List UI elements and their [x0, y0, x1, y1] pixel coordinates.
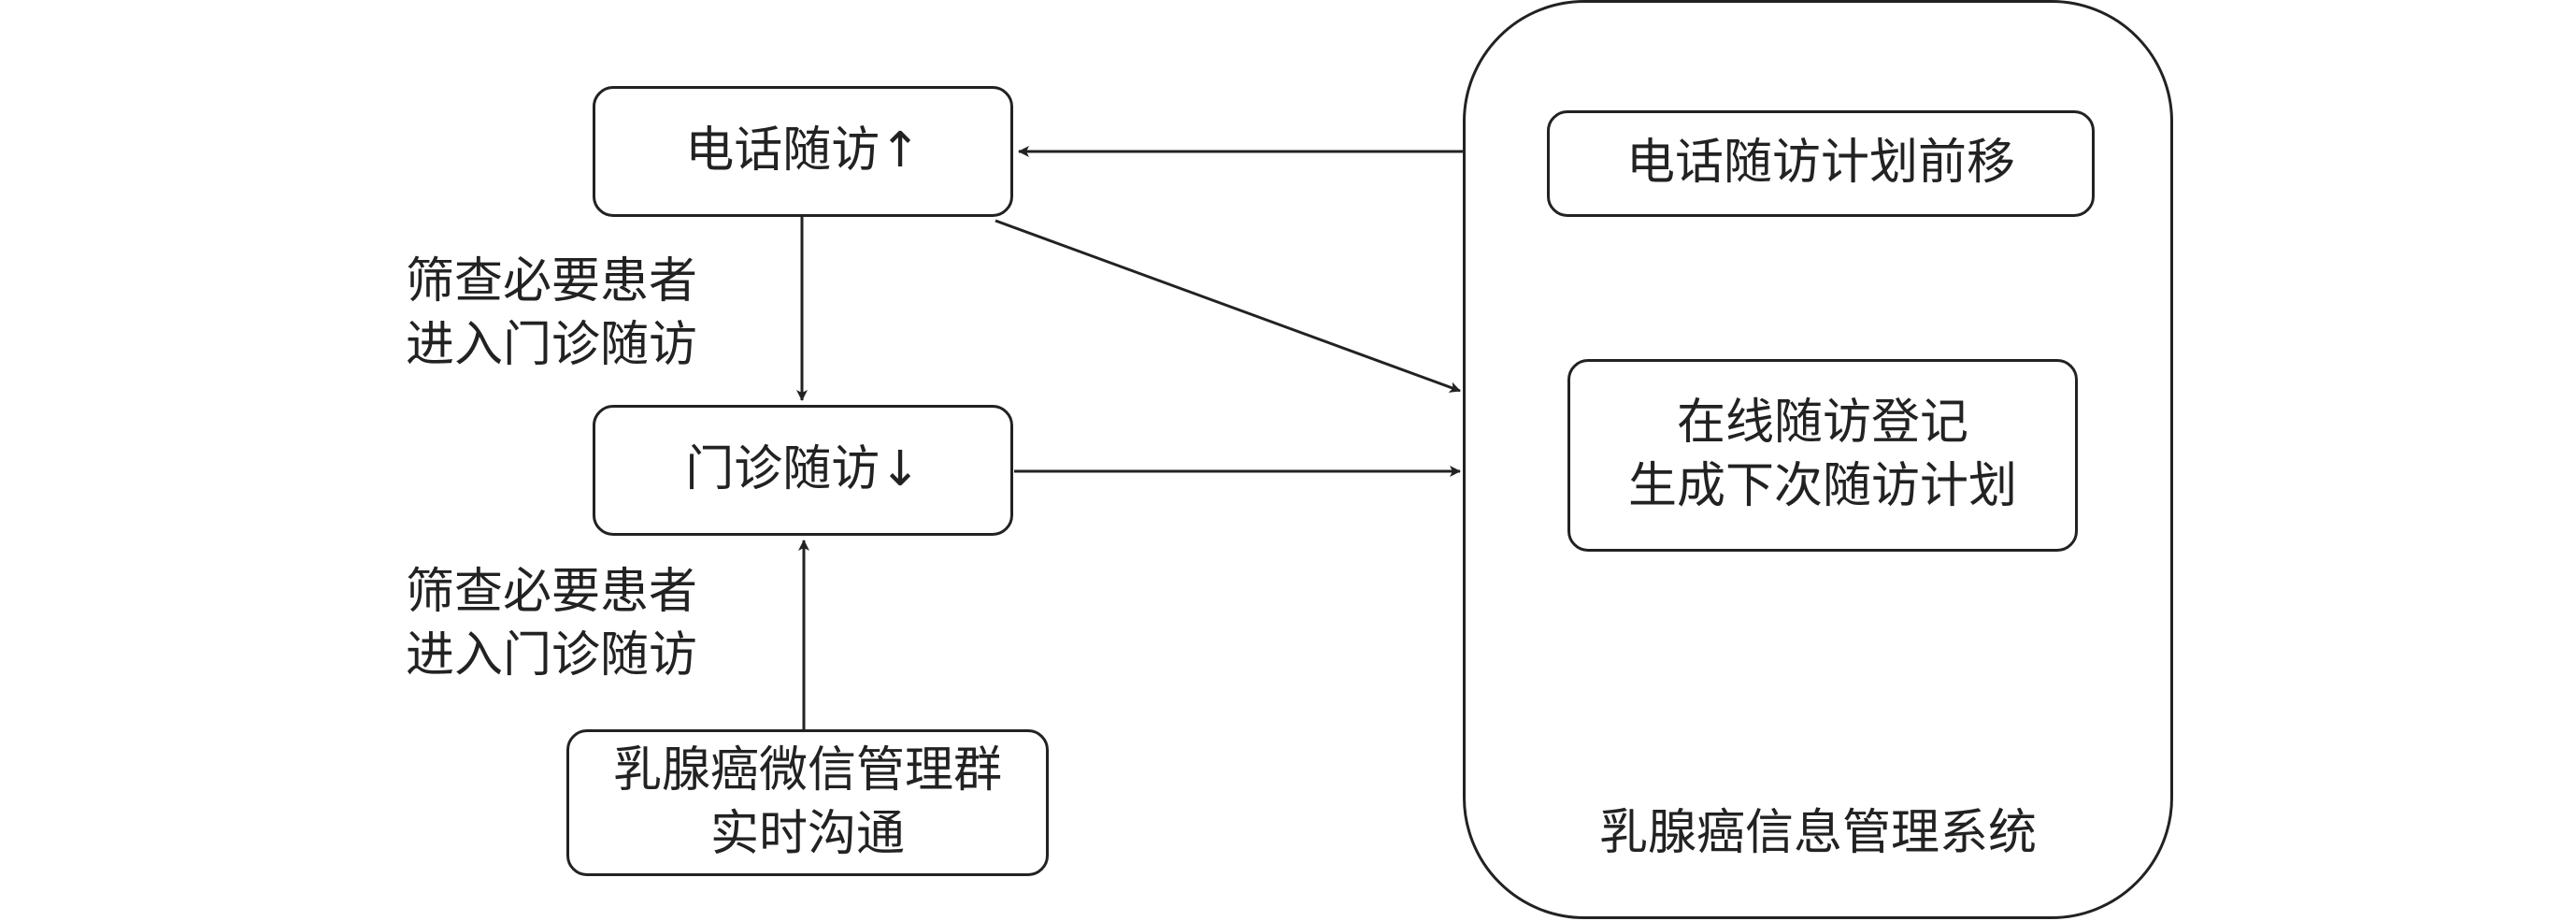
- wechat-group-line-2: 实时沟通: [709, 805, 905, 862]
- online-registration-node: 在线随访登记 生成下次随访计划: [1567, 359, 2078, 552]
- online-registration-line-1: 在线随访登记: [1676, 395, 1968, 452]
- edge-label-line: 进入门诊随访: [406, 316, 698, 373]
- arrow-phone-to-system: [995, 219, 1461, 393]
- edge-label-line: 进入门诊随访: [406, 626, 698, 684]
- clinic-followup-label: 门诊随访↓: [685, 441, 921, 498]
- wechat-group-line-1: 乳腺癌微信管理群: [612, 741, 1002, 799]
- phone-plan-node: 电话随访计划前移: [1547, 110, 2095, 217]
- info-system-title: 乳腺癌信息管理系统: [1598, 805, 2037, 861]
- info-system-container: [1463, 0, 2173, 919]
- edge-label-line: 筛查必要患者: [406, 253, 698, 309]
- clinic-followup-node: 门诊随访↓: [593, 405, 1013, 536]
- wechat-group-node: 乳腺癌微信管理群 实时沟通: [566, 729, 1049, 876]
- phone-followup-label: 电话随访↑: [685, 122, 921, 180]
- edge-label-phone-to-clinic: 筛查必要患者 进入门诊随访: [406, 251, 697, 377]
- online-registration-line-2: 生成下次随访计划: [1627, 458, 2017, 514]
- edge-label-line: 筛查必要患者: [406, 564, 698, 620]
- edge-label-wechat-to-clinic: 筛查必要患者 进入门诊随访: [406, 561, 697, 687]
- phone-followup-node: 电话随访↑: [593, 86, 1013, 217]
- phone-plan-label: 电话随访计划前移: [1625, 135, 2015, 192]
